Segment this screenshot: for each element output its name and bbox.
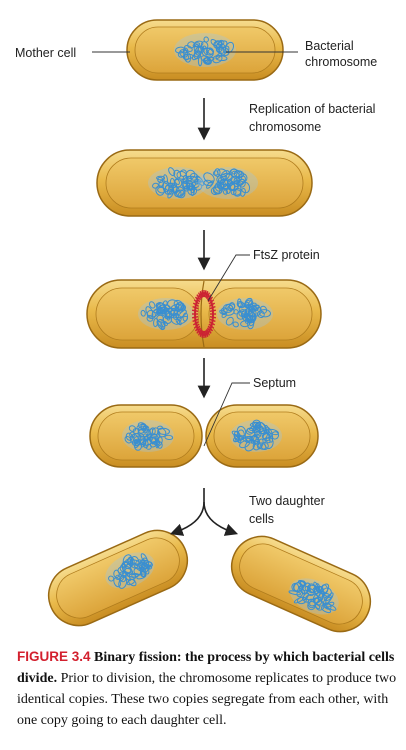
daughter-cell-right	[230, 535, 372, 633]
figure-caption: FIGURE 3.4 Binary fission: the process b…	[17, 646, 397, 731]
chromosome-right	[230, 419, 282, 452]
label-mother-cell: Mother cell	[15, 46, 76, 60]
binary-fission-diagram: Mother cell Bacterial chromosome Replica…	[15, 19, 377, 633]
chromosome-right	[217, 297, 273, 330]
leader-lines	[92, 51, 298, 447]
arrow-split-right	[203, 501, 239, 536]
arrow-split-left	[169, 488, 205, 536]
figure-number: FIGURE 3.4	[17, 649, 91, 664]
mother-cell	[126, 19, 284, 81]
chromosome-left	[138, 298, 194, 331]
ftsz-stage-cell	[86, 279, 322, 349]
bacterial-chromosome	[174, 33, 236, 67]
daughter-chromosome-right	[288, 578, 339, 615]
label-bacterial-chromosome-line1: Bacterial	[305, 39, 354, 53]
replicating-chromosome-right	[198, 167, 258, 199]
label-replication-line1: Replication of bacterial	[249, 102, 375, 116]
replicating-cell	[96, 149, 313, 217]
leader-septum	[203, 382, 250, 447]
leader-ftsz	[207, 254, 250, 302]
label-ftsz-protein: FtsZ protein	[253, 248, 320, 262]
label-replication-line2: chromosome	[249, 120, 321, 134]
daughter-chromosome-left	[105, 552, 155, 589]
label-septum: Septum	[253, 376, 296, 390]
septum-stage-cells	[89, 404, 319, 468]
daughter-cell-left	[47, 529, 189, 627]
chromosome-left	[122, 420, 174, 452]
label-two-daughter-cells-line2: cells	[249, 512, 274, 526]
replicating-chromosome-left	[148, 167, 208, 199]
process-arrows	[169, 98, 239, 536]
figure-body: Prior to division, the chromosome replic…	[17, 671, 397, 728]
label-bacterial-chromosome-line2: chromosome	[305, 55, 377, 69]
figure-title: Binary fission: the process by which bac…	[17, 650, 395, 686]
label-two-daughter-cells-line1: Two daughter	[249, 494, 325, 508]
ftsz-ring	[191, 290, 217, 338]
